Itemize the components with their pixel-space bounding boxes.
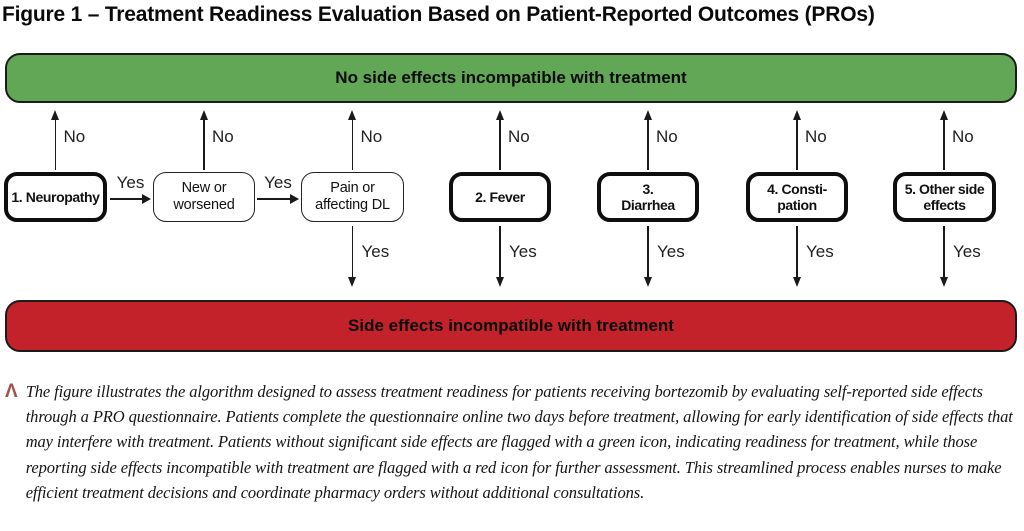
- caption-text: The figure illustrates the algorithm des…: [25, 382, 1013, 502]
- figure-title: Figure 1 – Treatment Readiness Evaluatio…: [2, 3, 875, 26]
- arrowhead-down-icon: [348, 277, 356, 287]
- box-diarrhea: 3. Diarrhea: [597, 172, 699, 222]
- no-label: No: [952, 127, 974, 146]
- arrowhead-up-icon: [51, 110, 59, 120]
- banner-side-effects: Side effects incompatible with treatment: [5, 300, 1017, 352]
- banner-no-side-effects: No side effects incompatible with treatm…: [5, 53, 1017, 103]
- no-label: No: [656, 127, 678, 146]
- arrow-line: [54, 119, 57, 170]
- yes-label: Yes: [116, 173, 145, 192]
- yes-label: Yes: [806, 242, 834, 261]
- arrowhead-up-icon: [939, 110, 948, 120]
- box-other-side-effects-label: 5. Other side effects: [904, 181, 985, 213]
- box-fever: 2. Fever: [449, 172, 551, 222]
- arrow-line: [499, 119, 501, 170]
- arrow-line: [796, 119, 798, 170]
- yes-label: Yes: [361, 242, 390, 261]
- box-neuropathy-label: 1. Neuropathy: [11, 189, 100, 205]
- arrowhead-down-icon: [792, 277, 801, 287]
- banner-side-effects-label: Side effects incompatible with treatment: [348, 316, 674, 335]
- arrow-line: [499, 226, 501, 278]
- box-new-or-worsened-label: New or worsened: [173, 180, 235, 213]
- banner-no-side-effects-label: No side effects incompatible with treatm…: [335, 68, 687, 87]
- no-label: No: [63, 127, 86, 146]
- box-diarrhea-label: 3. Diarrhea: [621, 181, 675, 213]
- yes-label: Yes: [953, 242, 981, 261]
- arrowhead-right-icon: [290, 194, 299, 204]
- arrowhead-down-icon: [939, 277, 948, 287]
- arrowhead-up-icon: [792, 110, 801, 120]
- arrow-line: [257, 198, 291, 200]
- arrow-line: [647, 119, 649, 170]
- arrowhead-up-icon: [199, 110, 208, 120]
- figure-caption: Λ The figure illustrates the algorithm d…: [5, 379, 1019, 505]
- arrowhead-down-icon: [643, 277, 652, 287]
- box-fever-label: 2. Fever: [475, 189, 525, 205]
- box-constipation: 4. Consti- pation: [746, 172, 848, 222]
- arrow-line: [943, 119, 945, 170]
- yes-label: Yes: [657, 242, 685, 261]
- arrow-line: [647, 226, 649, 278]
- arrow-line: [796, 226, 798, 278]
- arrowhead-up-icon: [495, 110, 504, 120]
- arrow-line: [351, 119, 354, 170]
- no-label: No: [360, 127, 383, 146]
- arrow-line: [943, 226, 945, 278]
- caption-caret-icon: Λ: [5, 381, 18, 402]
- box-pain-affecting-dl-label: Pain or affecting DL: [315, 180, 390, 213]
- arrowhead-up-icon: [348, 110, 356, 120]
- no-label: No: [508, 127, 530, 146]
- yes-label: Yes: [509, 242, 537, 261]
- arrowhead-up-icon: [643, 110, 652, 120]
- box-new-or-worsened: New or worsened: [153, 172, 255, 222]
- no-label: No: [212, 127, 234, 146]
- arrowhead-right-icon: [142, 194, 151, 204]
- yes-label: Yes: [264, 173, 292, 192]
- arrow-line: [110, 198, 143, 200]
- arrow-line: [203, 119, 205, 170]
- box-other-side-effects: 5. Other side effects: [893, 172, 996, 222]
- no-label: No: [805, 127, 827, 146]
- arrow-line: [351, 226, 354, 278]
- box-neuropathy: 1. Neuropathy: [4, 172, 107, 222]
- arrowhead-down-icon: [495, 277, 504, 287]
- box-constipation-label: 4. Consti- pation: [767, 181, 827, 213]
- box-pain-affecting-dl: Pain or affecting DL: [301, 172, 404, 222]
